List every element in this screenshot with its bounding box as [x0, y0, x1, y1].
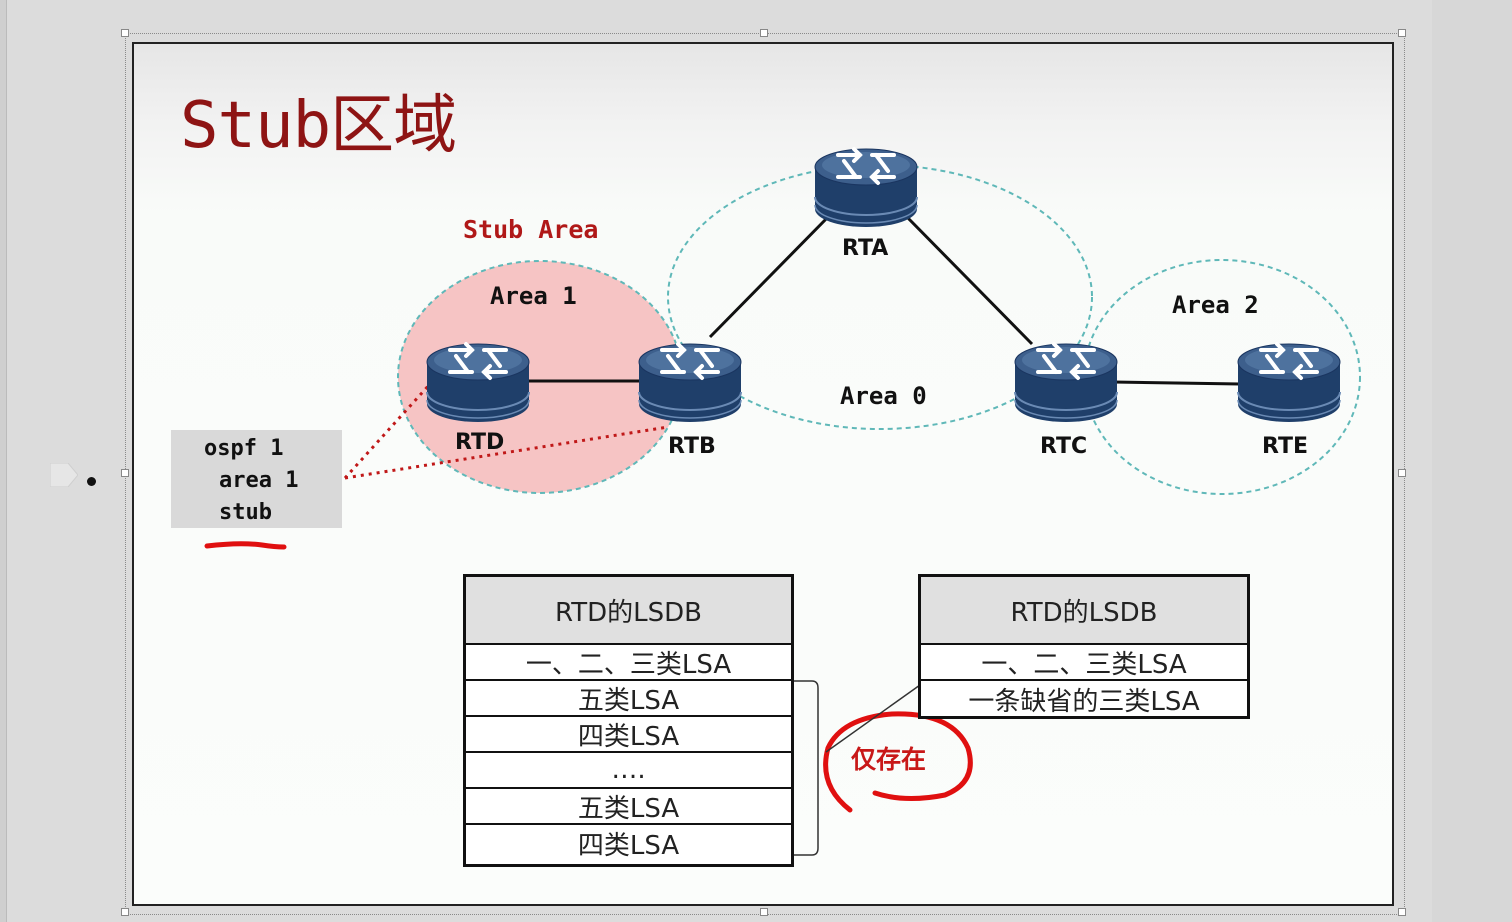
table-row: 四类LSA: [466, 717, 791, 753]
lsdb-table-after[interactable]: RTD的LSDB 一、二、三类LSA 一条缺省的三类LSA: [918, 574, 1250, 719]
link-rtc-rte: [1112, 380, 1241, 386]
area2-boundary: [1083, 259, 1361, 495]
router-rtc-icon[interactable]: [1013, 342, 1119, 424]
router-rtd-icon[interactable]: [425, 342, 531, 424]
only-exists-annotation: 仅存在: [851, 745, 927, 774]
resize-handle-tc[interactable]: [760, 29, 768, 37]
config-line-area: area 1: [219, 468, 299, 493]
table-row: ….: [466, 753, 791, 789]
config-pointer-rtb: [344, 425, 669, 480]
router-rtb-label: RTB: [668, 434, 716, 459]
router-rte-icon[interactable]: [1236, 342, 1342, 424]
resize-handle-mr[interactable]: [1398, 469, 1406, 477]
table-row: 一条缺省的三类LSA: [968, 686, 1200, 717]
config-pointer-rtd: [343, 382, 432, 480]
table-row: 一、二、三类LSA: [921, 645, 1247, 681]
callout-line: [825, 684, 921, 753]
bullet-dot: [87, 477, 96, 486]
resize-handle-ml[interactable]: [121, 469, 129, 477]
bullet-tag-icon: [50, 463, 78, 487]
resize-handle-br[interactable]: [1398, 908, 1406, 916]
brace-left-table: [792, 680, 819, 856]
link-rta-rtc: [903, 213, 1034, 346]
router-rtd-label: RTD: [455, 430, 505, 455]
slide-title[interactable]: Stub区域: [180, 89, 457, 163]
config-line-ospf: ospf 1: [204, 436, 284, 461]
table-row: 五类LSA: [466, 789, 791, 825]
router-rte-label: RTE: [1262, 434, 1308, 459]
area0-label: Area 0: [840, 382, 927, 410]
window-left-edge: [0, 0, 7, 922]
pen-underline-stub: [204, 541, 287, 550]
stub-area-label: Stub Area: [463, 215, 599, 244]
table-row: 一、二、三类LSA: [466, 645, 791, 681]
resize-handle-tl[interactable]: [121, 29, 129, 37]
ospf-config-box[interactable]: ospf 1 area 1 stub: [171, 430, 342, 528]
link-rtb-rta: [708, 213, 832, 339]
lsdb-table-before[interactable]: RTD的LSDB 一、二、三类LSA 五类LSA 四类LSA …. 五类LSA …: [463, 574, 794, 867]
window-right-margin: [1432, 0, 1512, 922]
resize-handle-tr[interactable]: [1398, 29, 1406, 37]
router-rtc-label: RTC: [1040, 434, 1088, 459]
lsdb-table-after-header: RTD的LSDB: [921, 577, 1247, 645]
router-rtb-icon[interactable]: [637, 342, 743, 424]
lsdb-table-before-header: RTD的LSDB: [466, 577, 791, 645]
table-row: 四类LSA: [577, 830, 680, 861]
resize-handle-bl[interactable]: [121, 908, 129, 916]
area1-label: Area 1: [490, 282, 577, 310]
router-rta-label: RTA: [842, 236, 889, 261]
area2-label: Area 2: [1172, 291, 1259, 319]
table-row: 五类LSA: [466, 681, 791, 717]
router-rta-icon[interactable]: [813, 147, 919, 229]
resize-handle-bc[interactable]: [760, 908, 768, 916]
config-line-stub: stub: [219, 500, 272, 525]
pen-circle-note: [823, 711, 973, 813]
